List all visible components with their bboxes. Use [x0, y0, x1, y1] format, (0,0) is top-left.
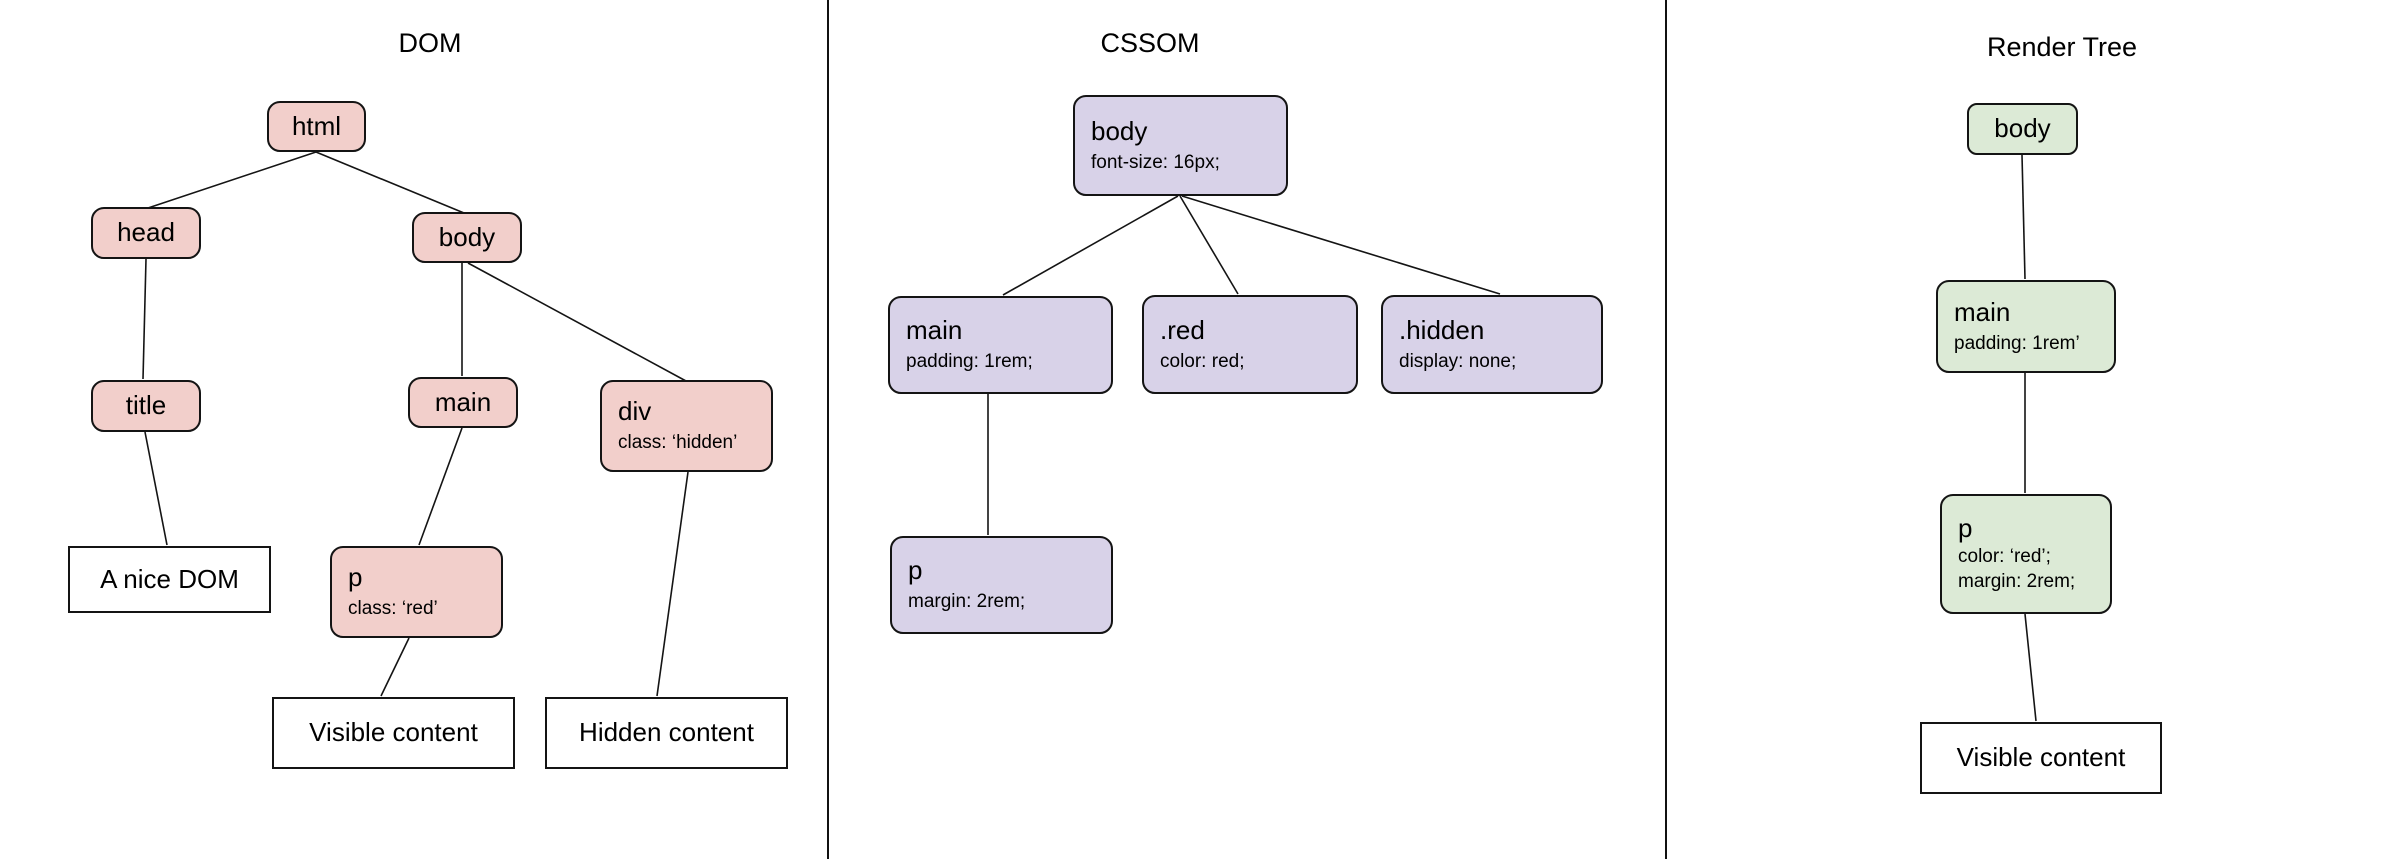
dom-node-p: p class: ‘red’	[330, 546, 503, 638]
dom-node-main-label: main	[434, 386, 492, 417]
connector-group	[142, 151, 2037, 722]
connector-p-visible	[380, 637, 410, 697]
dom-node-body-label: body	[438, 221, 496, 252]
dom-text-node-a-nice-dom-label: A nice DOM	[100, 563, 239, 594]
dom-node-p-label: p	[348, 562, 363, 593]
dom-node-html: html	[267, 101, 366, 152]
render-node-p-rule-color: color: ‘red’;	[1958, 546, 2051, 568]
render-text-node-visible-content: Visible content	[1920, 722, 2162, 794]
panel-title-render: Render Tree	[1986, 32, 2138, 62]
connector-body-div	[467, 262, 687, 382]
dom-text-node-hidden-content: Hidden content	[545, 697, 788, 769]
panel-separator-2	[1665, 0, 1667, 859]
connector-rp-visible	[2024, 613, 2037, 722]
cssom-node-p-rule: margin: 2rem;	[908, 591, 1026, 613]
dom-node-head: head	[91, 207, 201, 259]
panel-title-dom: DOM	[398, 28, 462, 58]
dom-node-title-label: title	[125, 390, 167, 421]
dom-text-node-hidden-content-label: Hidden content	[579, 717, 754, 748]
connector-cssbody-red	[1179, 195, 1239, 295]
render-node-p: p color: ‘red’; margin: 2rem;	[1940, 494, 2112, 614]
panel-separator-1	[827, 0, 829, 859]
panel-title-cssom: CSSOM	[1100, 28, 1200, 58]
dom-text-node-visible-content: Visible content	[272, 697, 515, 769]
connector-title-text	[144, 431, 168, 546]
dom-node-body: body	[412, 212, 522, 263]
connector-html-body	[315, 151, 465, 214]
dom-node-head-label: head	[117, 217, 175, 248]
render-node-main-rule: padding: 1rem’	[1954, 332, 2080, 354]
dom-node-html-label: html	[291, 110, 342, 141]
dom-node-p-class: class: ‘red’	[348, 598, 438, 620]
cssom-node-red: .red color: red;	[1142, 295, 1358, 394]
connector-cssbody-main	[1002, 195, 1179, 296]
cssom-node-p: p margin: 2rem;	[890, 536, 1113, 634]
cssom-node-body: body font-size: 16px;	[1073, 95, 1288, 196]
connector-head-title	[142, 258, 147, 380]
connector-cssbody-hidden	[1181, 195, 1501, 295]
cssom-node-hidden-rule: display: none;	[1399, 350, 1517, 372]
cssom-node-red-rule: color: red;	[1160, 350, 1245, 372]
cssom-node-body-rule: font-size: 16px;	[1091, 151, 1220, 173]
render-node-body-label: body	[1994, 113, 2051, 144]
cssom-node-p-label: p	[908, 555, 923, 586]
render-node-p-rule-margin: margin: 2rem;	[1958, 570, 2076, 592]
render-text-node-visible-content-label: Visible content	[1956, 742, 2126, 773]
dom-text-node-visible-content-label: Visible content	[309, 717, 478, 748]
cssom-node-body-label: body	[1091, 115, 1148, 146]
dom-node-div: div class: ‘hidden’	[600, 380, 773, 472]
connector-main-p	[418, 427, 463, 546]
cssom-node-main-rule: padding: 1rem;	[906, 351, 1033, 373]
render-node-main-label: main	[1954, 296, 2011, 327]
connector-html-head	[147, 151, 317, 209]
cssom-node-hidden-label: .hidden	[1399, 314, 1485, 345]
dom-node-div-label: div	[618, 396, 652, 427]
render-node-main: main padding: 1rem’	[1936, 280, 2116, 373]
cssom-node-red-label: .red	[1160, 314, 1205, 345]
dom-node-title: title	[91, 380, 201, 432]
render-node-p-label: p	[1958, 513, 1973, 544]
dom-node-div-class: class: ‘hidden’	[618, 432, 738, 454]
cssom-node-hidden: .hidden display: none;	[1381, 295, 1603, 394]
cssom-node-main-label: main	[906, 315, 963, 346]
render-node-body: body	[1967, 103, 2078, 155]
dom-node-main: main	[408, 377, 518, 428]
dom-text-node-a-nice-dom: A nice DOM	[68, 546, 271, 613]
connector-rbody-rmain	[2021, 154, 2026, 280]
cssom-node-main: main padding: 1rem;	[888, 296, 1113, 394]
connector-div-hidden	[656, 471, 689, 697]
